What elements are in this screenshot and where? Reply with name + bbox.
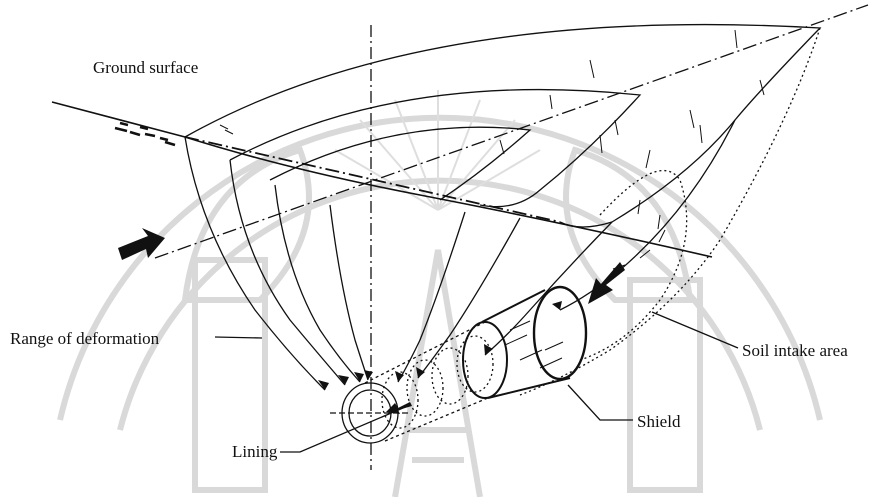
soil-intake-area-label: Soil intake area — [742, 342, 848, 359]
lining-tube-bottom — [385, 395, 495, 441]
lining-label: Lining — [232, 443, 277, 460]
deformation-curve-6 — [418, 218, 520, 378]
pointer-range — [215, 337, 262, 338]
shield-label: Shield — [637, 413, 680, 430]
deformation-curve-2 — [230, 160, 345, 385]
pointer-soil — [652, 312, 738, 348]
tunnel-axis-line — [155, 5, 868, 258]
pointer-shield — [568, 385, 633, 420]
shield-rear-ring — [463, 322, 507, 398]
deformation-curve-4 — [330, 205, 368, 380]
ground-surface-label: Ground surface — [93, 59, 198, 76]
range-of-deformation-label: Range of deformation — [10, 330, 159, 347]
shield-front-ring — [534, 287, 586, 379]
watermark-seal — [60, 118, 820, 497]
